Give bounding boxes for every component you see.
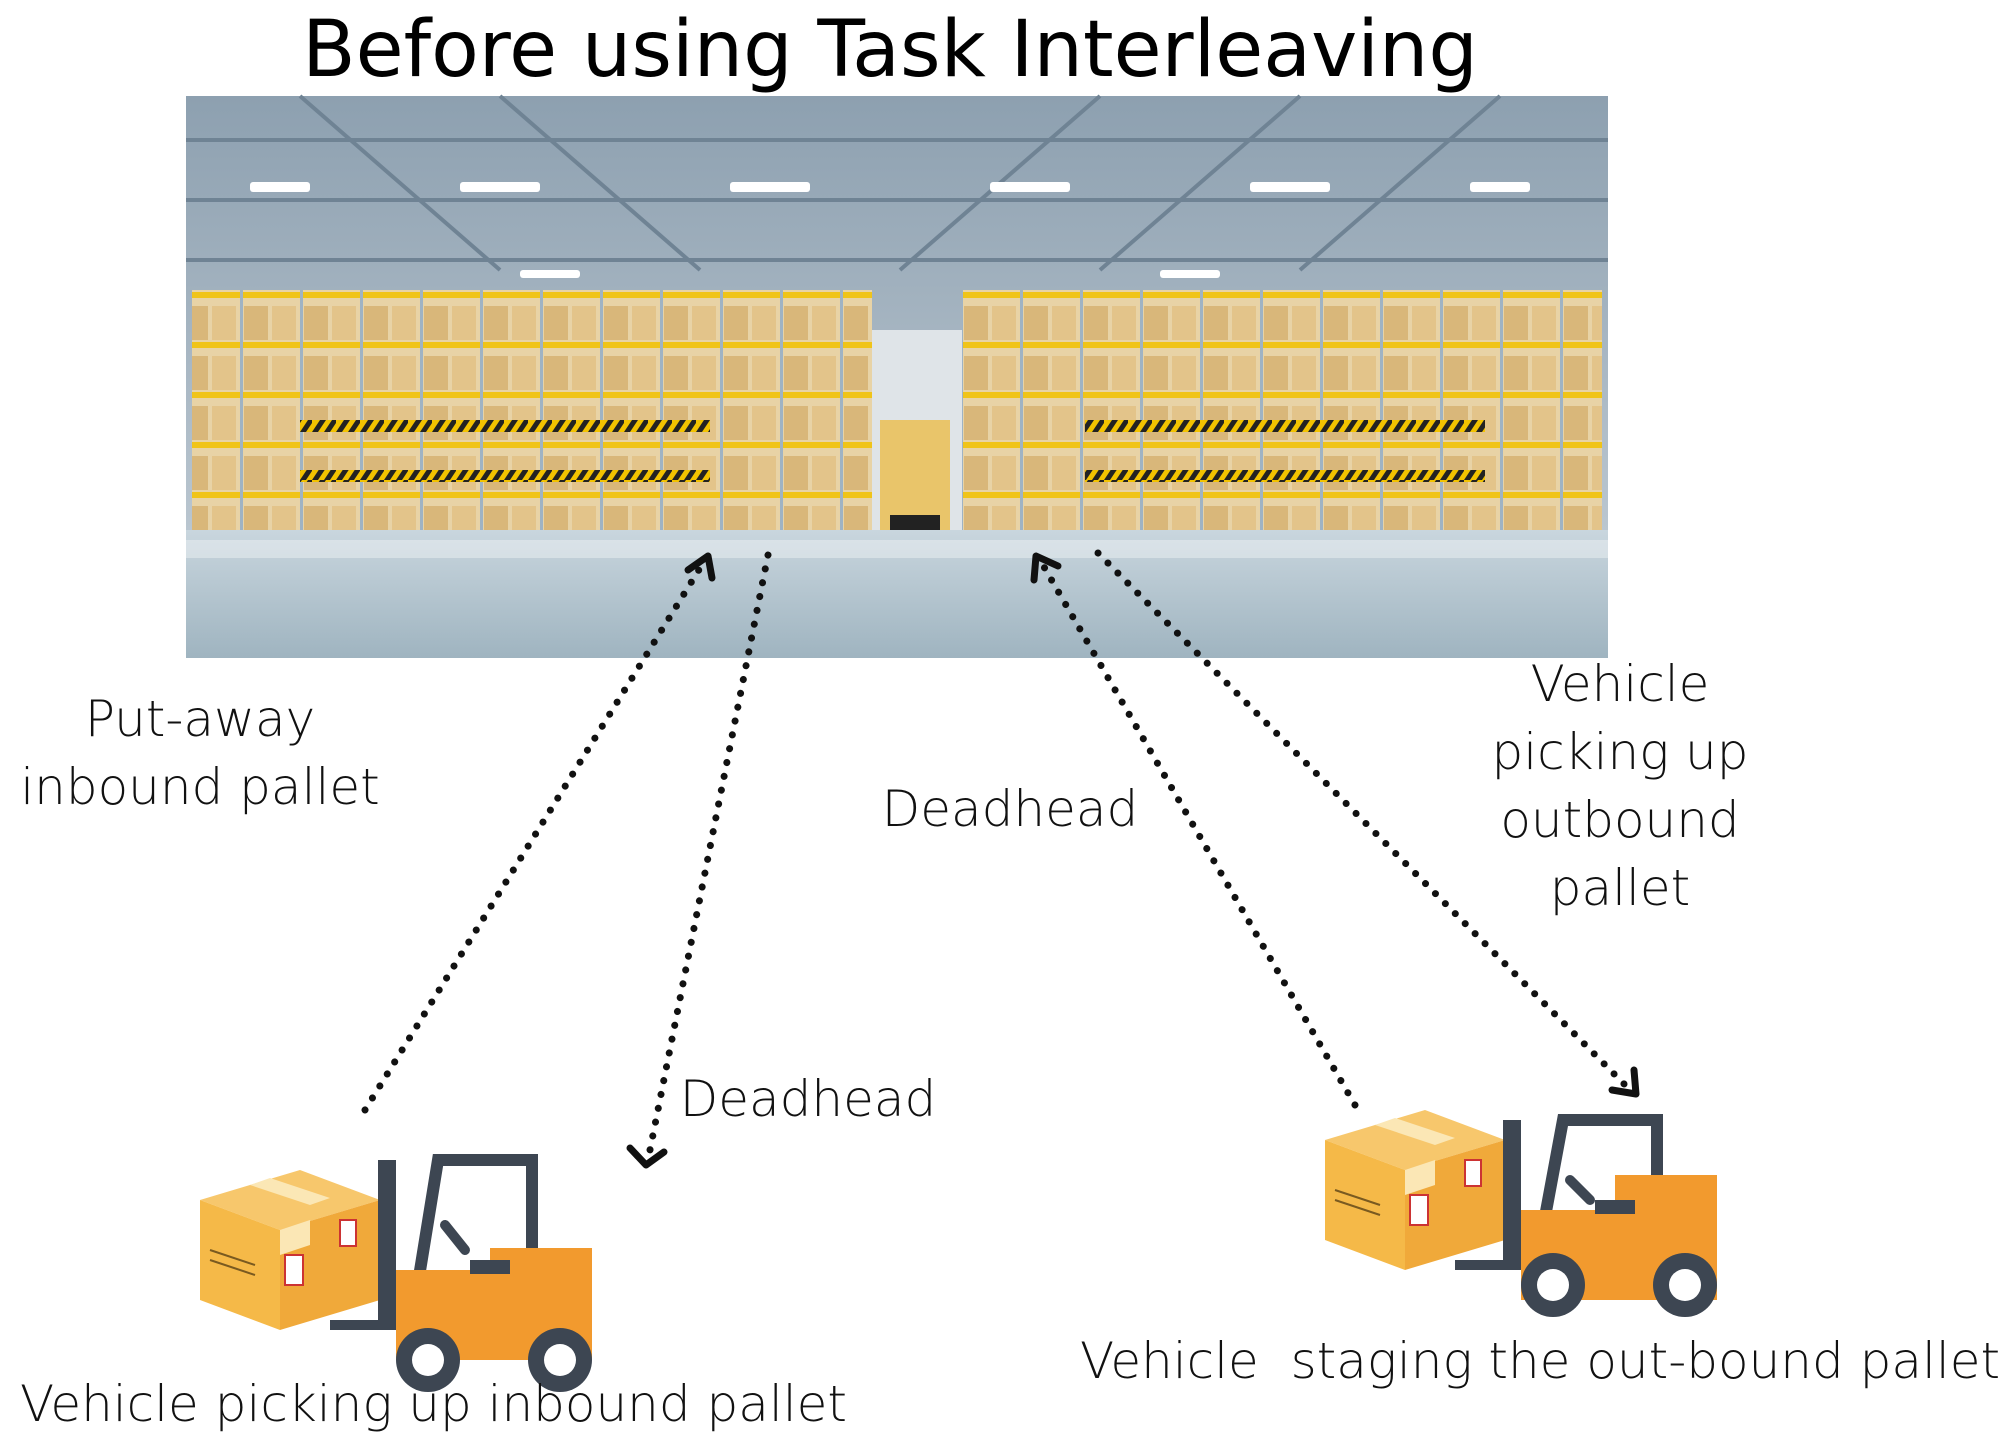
arrow-pickup-outbound [1094,549,1634,1094]
arrow-deadhead-left [644,551,772,1164]
dotted-arrows [361,549,1634,1164]
forklift-with-box-icon [200,1154,592,1392]
put-away-label: Put-away inbound pallet [20,685,380,821]
put-away-line-1: Put-away [84,690,316,748]
put-away-line-2: inbound pallet [20,758,380,816]
arrowhead-up-left [684,552,716,582]
arrowhead-up-right [1030,552,1062,584]
pickup-outbound-line-1: Vehicle [1530,655,1710,713]
arrow-deadhead-right [1036,556,1359,1109]
forklift-with-box-icon [1325,1110,1717,1317]
caption-left: Vehicle picking up inbound pallet [20,1375,848,1433]
arrowhead-down-right [1608,1066,1640,1098]
pickup-outbound-line-4: pallet [1549,859,1691,917]
warehouse-photo [186,94,1608,658]
pickup-outbound-line-3: outbound [1500,791,1740,849]
page-title: Before using Task Interleaving [302,5,1478,95]
deadhead-left-label: Deadhead [679,1070,937,1128]
deadhead-top-label: Deadhead [881,780,1139,838]
arrowheads [626,552,1640,1169]
arrow-put-away [361,556,709,1114]
arrowhead-down-left [626,1144,668,1169]
caption-right: Vehicle staging the out-bound pallet [1080,1332,2000,1390]
pickup-outbound-line-2: picking up [1491,723,1749,781]
pickup-outbound-label: Vehicle picking up outbound pallet [1470,650,1770,922]
